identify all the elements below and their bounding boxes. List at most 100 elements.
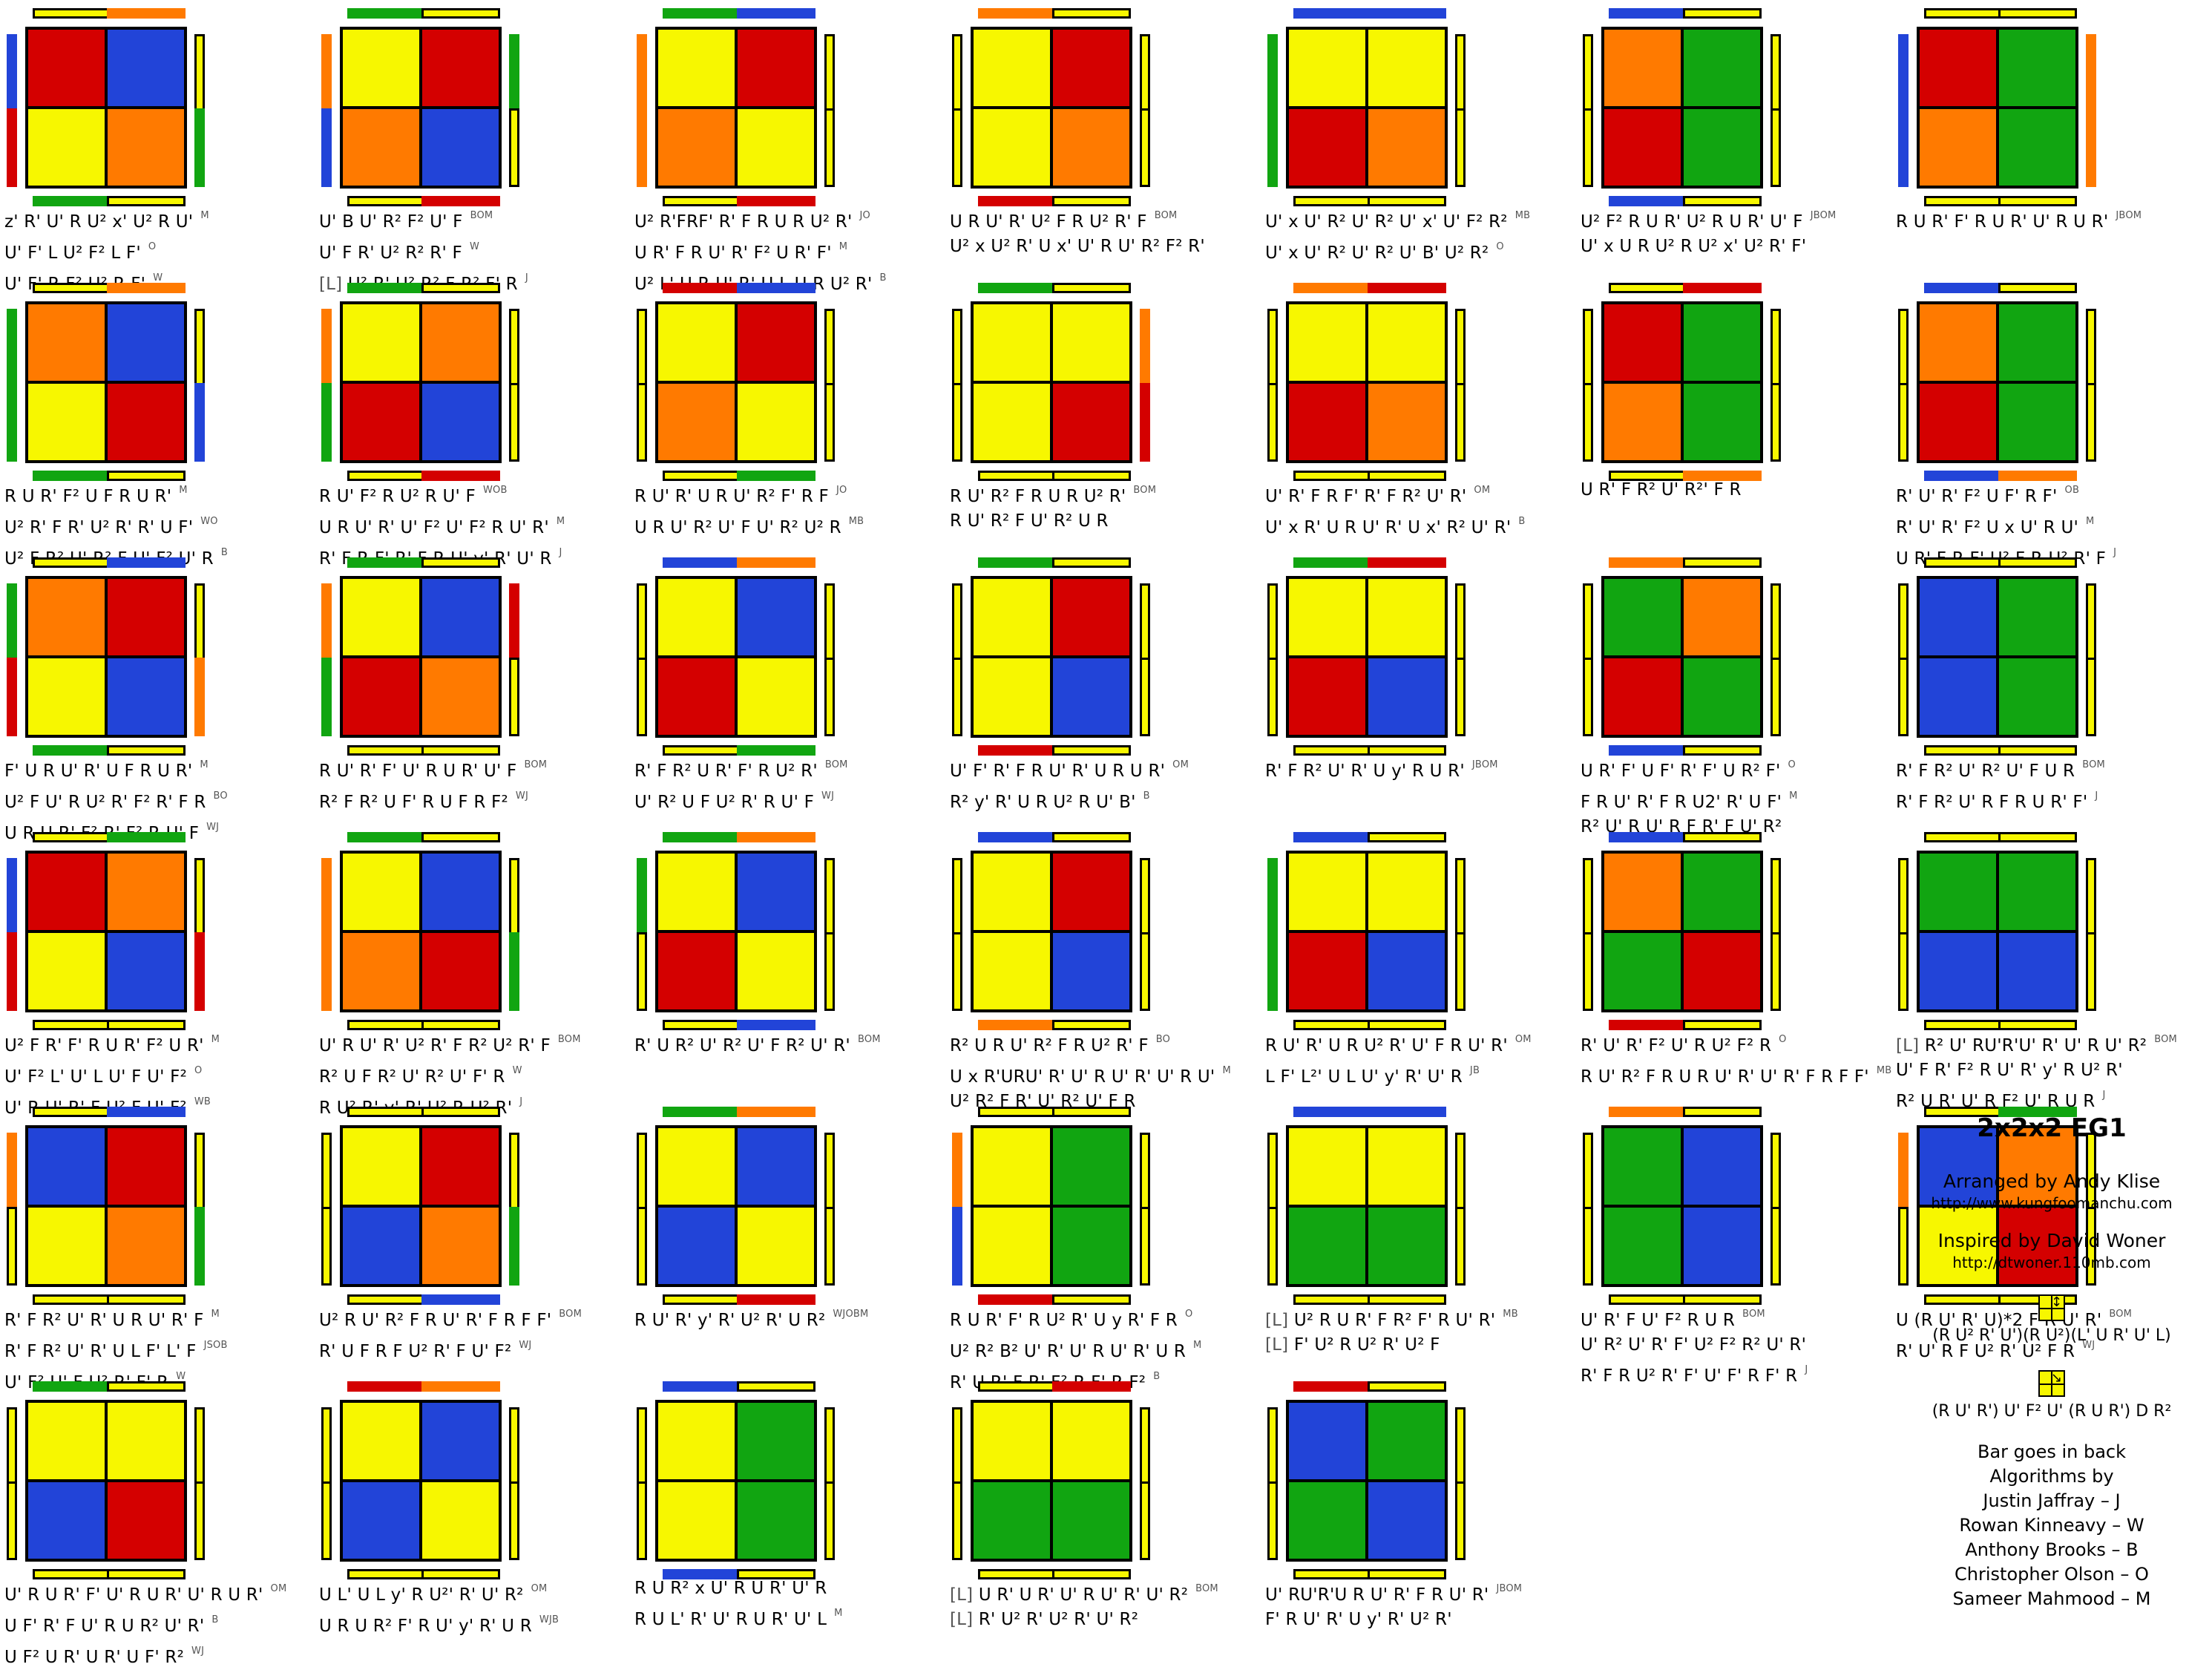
- side-bar-t1: [347, 1381, 426, 1392]
- algorithm: U L' U L y' R U²' R' U' R²OM: [319, 1576, 616, 1608]
- author-tag: M: [557, 516, 565, 527]
- algorithm-moves: R' F R² U' R F R U R' F': [1896, 793, 2087, 812]
- author-tag: O: [1788, 759, 1796, 770]
- author-tag: J: [2102, 1090, 2105, 1101]
- sticker-3: [1289, 933, 1365, 1009]
- algorithm: R U' R² F R U R U' R' U' R' F R F F'MB: [1581, 1058, 1877, 1090]
- sticker-2: [738, 304, 814, 381]
- author-tag: OM: [271, 1583, 287, 1594]
- top-face: [971, 576, 1132, 738]
- algorithm-moves: R² U R U' R² F R U² R' F: [950, 1036, 1149, 1055]
- algorithm: U² x U² R' U x' U' R U' R² F² R': [950, 235, 1247, 259]
- side-bar-l1: [321, 1133, 332, 1211]
- side-bar-t2: [1683, 283, 1762, 293]
- algorithm-moves: R U' R² F R U R U' R' U' R' F R F F': [1581, 1067, 1869, 1087]
- arranged-url[interactable]: http://www.kungfoomanchu.com: [1896, 1193, 2208, 1213]
- cube-diagram: [4, 1379, 197, 1572]
- algorithm: U' RU'R'U R U' R' F R U' R'JBOM: [1265, 1576, 1562, 1608]
- algorithm-moves: U' x U' R² U' R² U' x' U' F² R²: [1265, 212, 1508, 232]
- case-33: [L] U² R U R' F R² F' R U' R'MB[L] F' U²…: [1265, 1104, 1562, 1378]
- side-bar-t2: [1368, 283, 1446, 293]
- side-bar-l2: [1267, 108, 1278, 187]
- sticker-1: [1604, 30, 1681, 106]
- sticker-1: [1289, 579, 1365, 655]
- sticker-2: [108, 854, 184, 930]
- side-bar-r1: [2086, 34, 2096, 113]
- algorithm-moves: R' U' R' F² U F' R F': [1896, 487, 2058, 506]
- algorithm-moves: R U R' F' R U R' U' R U R': [1896, 212, 2108, 232]
- cube-diagram: [1896, 281, 2089, 474]
- top-face: [1286, 576, 1448, 738]
- algorithm-moves: R U' R' y' R' U² R' U R²: [634, 1311, 825, 1330]
- side-bar-t1: [1609, 8, 1687, 19]
- sticker-3: [343, 384, 419, 460]
- side-bar-t1: [663, 283, 741, 293]
- author-tag: MB: [1515, 210, 1531, 221]
- case-16: R U' R' F' U' R U R' U' FBOMR² F R² U F'…: [319, 555, 616, 828]
- case-32: R U R' F' R U² R' U y R' F ROU² R² B² U'…: [950, 1104, 1247, 1378]
- top-face: [1601, 27, 1763, 189]
- prefix-label: [L]: [1265, 1311, 1294, 1330]
- author-tag: M: [1222, 1065, 1230, 1076]
- top-face: [1286, 301, 1448, 463]
- side-bar-t2: [421, 1381, 500, 1392]
- algorithm-moves: R U' R' U R U' R² F' R F: [634, 487, 829, 506]
- credit-brooks: Anthony Brooks – B: [1896, 1538, 2208, 1562]
- case-37: U L' U L y' R U²' R' U' R²OMU R U R² F' …: [319, 1379, 616, 1652]
- algorithm-list: U' R' F U' F² R U RBOMU' R² U' R' F' U² …: [1581, 1302, 1877, 1389]
- case-8: R U R' F² U F R U R'MU² R' F R' U² R' R'…: [4, 281, 301, 554]
- case-5: U' x U' R² U' R² U' x' U' F² R² MB U' x U'…: [1265, 6, 1562, 279]
- author-tag: J: [1805, 1364, 1808, 1375]
- algorithm-moves: U' R U R' F' U' R U R' U' R U R': [4, 1585, 263, 1605]
- side-bar-r2: [509, 108, 519, 187]
- side-bar-l2: [1898, 658, 1909, 736]
- sticker-2: [738, 1128, 814, 1205]
- case-21: R' F R² U' R² U' F U RBOMR' F R² U' R F …: [1896, 555, 2193, 828]
- algorithm-list: [L] U² R U R' F R² F' R U' R'MB[L] F' U²…: [1265, 1302, 1562, 1358]
- sticker-3: [28, 1208, 105, 1284]
- algorithm: U R U' R' U' F² U' F² R U' R'M: [319, 509, 616, 540]
- side-bar-t1: [1293, 283, 1372, 293]
- algorithm-moves: R² U' RU'R'U' R' U' R U' R²: [1925, 1036, 2147, 1055]
- side-bar-t1: [978, 8, 1057, 19]
- algorithm-moves: R U' R' U R U² R' U' F R U' R': [1265, 1036, 1508, 1055]
- algorithm: [L] U² R U R' F R² F' R U' R'MB: [1265, 1302, 1562, 1333]
- side-bar-l2: [1267, 932, 1278, 1011]
- sticker-2: [1053, 30, 1129, 106]
- side-bar-t2: [737, 1107, 815, 1117]
- case-2: U' B U' R² F² U' FBOMU' F R' U² R² R' FW…: [319, 6, 616, 279]
- side-bar-r1: [1770, 1133, 1781, 1211]
- author-tag: J: [2095, 790, 2098, 802]
- sticker-4: [1368, 109, 1445, 186]
- author-tag: MB: [849, 516, 864, 527]
- side-bar-l2: [952, 108, 962, 187]
- side-bar-l2: [1583, 658, 1593, 736]
- side-bar-t2: [421, 557, 500, 568]
- algorithm: R' U' R' F² U' R U² F² RO: [1581, 1027, 1877, 1058]
- sticker-3: [974, 933, 1050, 1009]
- side-bar-r2: [194, 383, 205, 462]
- side-bar-t2: [107, 1107, 186, 1117]
- author-tag: OM: [531, 1583, 548, 1594]
- author-tag: O: [148, 241, 156, 252]
- algorithm-moves: U² R' F R' U² R' R' U F': [4, 518, 193, 537]
- side-bar-l2: [321, 932, 332, 1011]
- bar-note: Bar goes in back: [1896, 1440, 2208, 1464]
- side-bar-r1: [1770, 34, 1781, 113]
- sticker-4: [422, 658, 499, 735]
- side-bar-t2: [1052, 1381, 1131, 1392]
- algorithm-list: R' U R² U' R² U' F R² U' R'BOM: [634, 1027, 931, 1058]
- cube-diagram: [634, 830, 827, 1023]
- side-bar-t2: [1683, 1107, 1762, 1117]
- sticker-2: [1999, 30, 2075, 106]
- side-bar-l2: [1583, 932, 1593, 1011]
- inspired-url[interactable]: http://dtwoner.110mb.com: [1896, 1253, 2208, 1272]
- algorithm-moves: U' R' F R F' R' F R² U' R': [1265, 487, 1466, 506]
- algorithm-list: R U' R' U R U' R² F' R FJOU R U' R² U' F…: [634, 478, 931, 540]
- sticker-4: [108, 933, 184, 1009]
- algorithm: R U R' F' R U² R' U y R' F RO: [950, 1302, 1247, 1333]
- algorithm: U' x U' R² U' R² U' B' U² R²O: [1265, 235, 1562, 266]
